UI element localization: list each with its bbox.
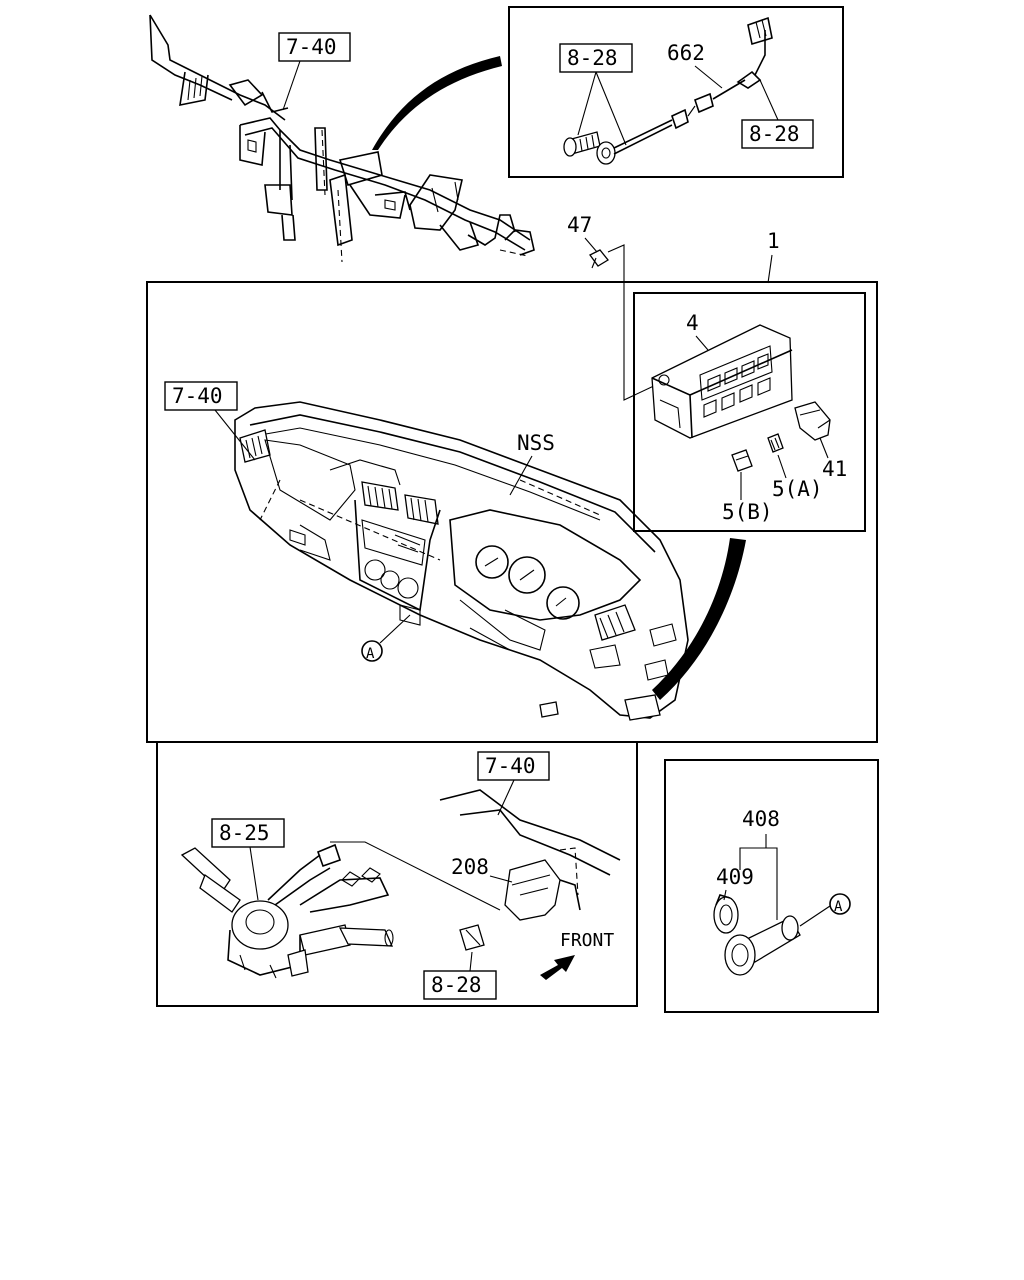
part-5b-label: 5(B) (722, 500, 773, 524)
leader-7-40-lower (497, 779, 515, 816)
ref-box-harness-dash: 7-40 (164, 381, 238, 411)
leader-8-28-bolt (577, 71, 627, 146)
inset-box-lighter (664, 759, 879, 1013)
ref-box-connector-top: 8-28 (741, 119, 814, 149)
ref-harness-dash-label: 7-40 (172, 384, 223, 408)
clip-47 (589, 249, 609, 269)
leader-47 (584, 237, 598, 253)
part-409-label: 409 (716, 865, 754, 889)
wire-harness-top (149, 14, 535, 263)
leader-8-25 (249, 846, 259, 901)
ref-box-switch: 8-25 (211, 818, 285, 848)
circle-a-lighter: A (829, 893, 851, 915)
control-panel-4 (651, 324, 793, 439)
circle-a-dash: A (361, 640, 383, 662)
dash-body-outline (439, 789, 621, 861)
leader-8-28-connector (759, 79, 779, 121)
ref-harness-top-label: 7-40 (286, 35, 337, 59)
inset-box-top (508, 6, 844, 178)
ref-box-harness-top: 7-40 (278, 32, 351, 62)
leader-1 (767, 254, 773, 284)
ref-bolt-top-label: 8-28 (567, 46, 618, 70)
relay-8-28 (459, 924, 485, 951)
ref-box-harness-lower: 7-40 (477, 751, 550, 781)
leader-5a (777, 454, 787, 479)
ref-box-relay: 8-28 (423, 970, 497, 1000)
leader-208 (489, 875, 513, 883)
part-4-label: 4 (686, 311, 699, 335)
part-1-label: 1 (767, 229, 780, 253)
front-label: FRONT (560, 930, 614, 951)
leader-7-40-top (282, 60, 301, 111)
leader-4 (695, 335, 709, 351)
ref-box-bolt-top: 8-28 (559, 43, 633, 73)
leader-408 (739, 834, 778, 920)
inset-box-switch (156, 741, 638, 1007)
bracket-208 (504, 859, 581, 921)
circle-a-lighter-label: A (834, 899, 843, 915)
leader-circle-a-dash (379, 614, 411, 644)
part-408-label: 408 (742, 807, 780, 831)
leader-47-to-4 (607, 244, 659, 401)
ref-relay-label: 8-28 (431, 973, 482, 997)
connector-41 (794, 401, 831, 441)
nss-label: NSS (517, 431, 555, 455)
leader-nss (509, 455, 533, 496)
bulb-5b (731, 449, 753, 472)
callout-arrow-dash (652, 538, 746, 700)
part-208-label: 208 (451, 855, 489, 879)
leader-switch-to-bracket (330, 841, 501, 911)
leader-41 (819, 437, 829, 459)
part-47-label: 47 (567, 213, 592, 237)
combination-switch (180, 843, 394, 979)
ref-switch-label: 8-25 (219, 821, 270, 845)
ref-connector-top-label: 8-28 (749, 122, 800, 146)
callout-arrow-top (372, 56, 502, 150)
cigar-lighter (713, 894, 801, 976)
leader-circle-a-lighter (799, 905, 831, 927)
leader-662 (694, 65, 723, 89)
dashboard-assembly (234, 401, 689, 721)
part-5a-label: 5(A) (772, 477, 823, 501)
bulb-5a (767, 433, 784, 453)
dash-hidden-line (559, 847, 579, 896)
leader-409 (723, 889, 727, 901)
front-arrow (540, 955, 575, 980)
ref-harness-lower-label: 7-40 (485, 754, 536, 778)
part-41-label: 41 (822, 457, 847, 481)
inset-box-control (633, 292, 866, 532)
leader-7-40-dash (214, 409, 256, 461)
ground-bolt-assembly (563, 16, 773, 165)
leader-8-28-relay (469, 951, 473, 972)
circle-a-dash-label: A (366, 646, 375, 662)
part-662-label: 662 (667, 41, 705, 65)
